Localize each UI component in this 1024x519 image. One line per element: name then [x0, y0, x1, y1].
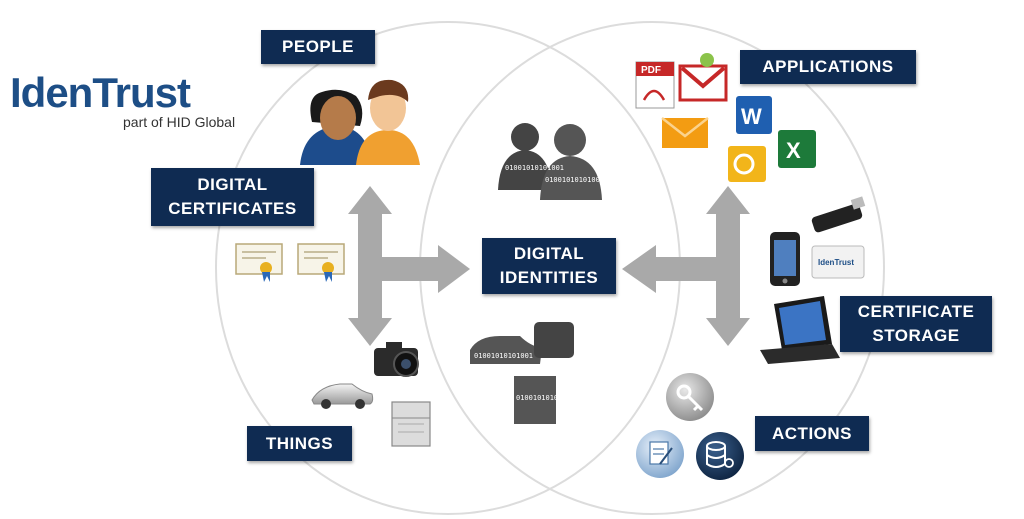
certificate-storage-label-line2: STORAGE [872, 326, 960, 345]
word-icon: W [736, 96, 772, 134]
certificate-storage-label-line1: CERTIFICATE [857, 302, 975, 321]
actions-label-text: ACTIONS [772, 423, 852, 443]
binary-text: 01001010101001 [545, 176, 604, 184]
applications-label: APPLICATIONS [740, 50, 916, 84]
digital-identities-label: DIGITAL IDENTITIES [482, 238, 616, 294]
excel-icon: X [778, 130, 816, 168]
digital-identities-label-line2: IDENTITIES [499, 268, 599, 287]
digital-people-silhouette-icon: 01001010101001 01001010101001 [498, 123, 604, 200]
people-icon [300, 79, 420, 165]
svg-text:W: W [741, 104, 762, 129]
pdf-icon: PDF [635, 61, 675, 109]
svg-text:X: X [786, 138, 801, 163]
identrust-logo: IdenTrust part of HID Global [10, 70, 245, 132]
outlook-mail-icon [661, 117, 709, 148]
digital-certificates-label: DIGITAL CERTIFICATES [151, 168, 314, 226]
binary-text: 01001010101001 [505, 164, 564, 172]
digital-identities-label-line1: DIGITAL [513, 244, 585, 263]
people-label: PEOPLE [261, 30, 375, 64]
binary-text: 01001010101001 [474, 352, 533, 360]
usb-token-icon [811, 196, 866, 233]
smart-card-icon: IdenTrust [811, 245, 865, 279]
certificate-icon [297, 243, 345, 282]
digital-certificates-label-line1: DIGITAL [197, 175, 268, 194]
laptop-icon [760, 296, 840, 364]
document-sign-icon [636, 430, 684, 478]
pdf-label: PDF [641, 65, 661, 76]
people-label-text: PEOPLE [282, 37, 354, 56]
left-arrows [348, 186, 470, 346]
things-label-text: THINGS [265, 433, 334, 453]
key-icon [666, 373, 714, 421]
actions-label: ACTIONS [755, 416, 869, 451]
binary-text: 01001010101001 [516, 394, 575, 402]
certificate-icon [235, 243, 283, 282]
digital-things-silhouette-icon: 01001010101001 01001010101001 [470, 322, 575, 424]
digital-certificates-label-line2: CERTIFICATES [168, 199, 297, 218]
smart-card-brand: IdenTrust [818, 258, 854, 267]
logo-brand: IdenTrust [10, 69, 191, 116]
certificate-storage-label: CERTIFICATE STORAGE [840, 296, 992, 352]
refrigerator-icon [391, 401, 431, 447]
right-arrows [622, 186, 750, 346]
smartphone-icon [770, 232, 800, 286]
things-label: THINGS [247, 426, 352, 461]
applications-label-text: APPLICATIONS [762, 57, 894, 76]
camera-icon [374, 342, 419, 377]
gmail-icon [678, 53, 728, 102]
logo-tagline: part of HID Global [123, 114, 236, 130]
outlook-icon [728, 146, 766, 182]
car-icon [311, 383, 374, 409]
database-lock-icon [696, 432, 744, 480]
